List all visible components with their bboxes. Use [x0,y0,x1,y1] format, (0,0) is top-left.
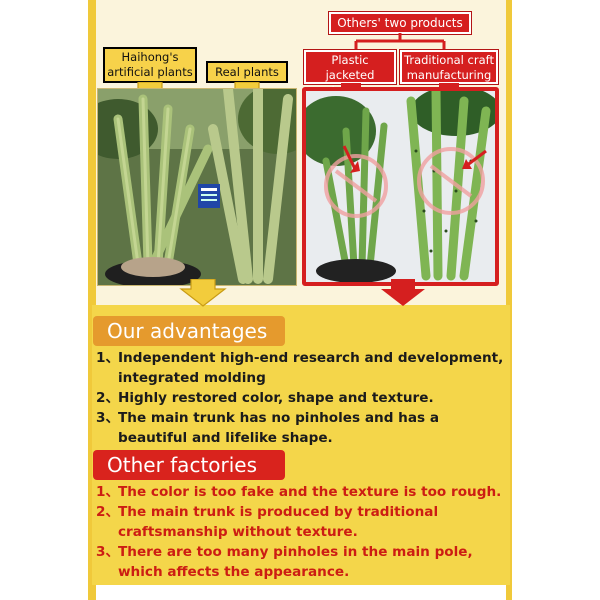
advantages-heading: Our advantages [93,316,285,346]
others-header-label: Others' two products [329,12,471,34]
label-haihong-plants: Haihong's artificial plants [103,47,197,83]
other-factories-list: 1、 The color is too fake and the texture… [96,482,506,582]
photo-haihong-vs-real [97,88,297,286]
bracket-connector [354,33,446,51]
list-item: 3、 There are too many pinholes in the ma… [96,544,473,580]
label-traditional-craft: Traditional craft manufacturing [400,50,498,84]
list-item: 2、 Highly restored color, shape and text… [96,390,434,406]
bottom-strip [96,585,506,600]
arrow-down-icon [179,279,227,307]
text-panel [92,305,510,585]
list-item: 1、 The color is too fake and the texture… [96,484,502,500]
list-item: 2、 The main trunk is produced by traditi… [96,504,439,540]
advantages-list: 1、 Independent high-end research and dev… [96,348,510,448]
list-item: 3、 The main trunk has no pinholes and ha… [96,410,440,446]
list-item: 1、 Independent high-end research and dev… [96,350,504,386]
label-real-plants: Real plants [206,61,288,83]
arrow-down-icon [381,279,425,306]
label-plastic-tubing: Plastic jacketed tubing [304,50,396,97]
other-factories-heading: Other factories [93,450,285,480]
photo-other-products [302,87,499,286]
